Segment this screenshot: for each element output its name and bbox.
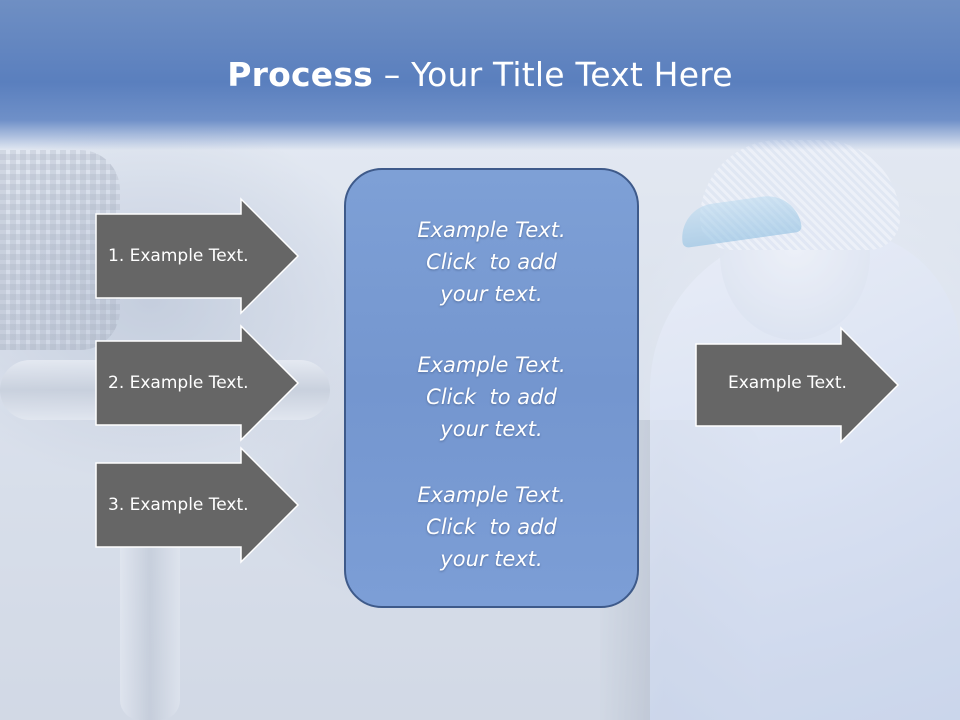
output-arrow[interactable]: Example Text. — [695, 326, 900, 444]
slide-title-strong: Process — [227, 55, 374, 94]
process-arrow-2[interactable]: 2. Example Text. — [95, 324, 300, 442]
slide-title[interactable]: Process – Your Title Text Here — [0, 52, 960, 98]
process-arrow-3-label: 3. Example Text. — [108, 495, 249, 515]
output-arrow-label: Example Text. — [728, 373, 847, 393]
arrow-shape — [95, 324, 300, 442]
title-bar: Process – Your Title Text Here — [0, 0, 960, 150]
arrow-shape — [95, 197, 300, 315]
center-text-box[interactable]: Example Text. Click to add your text. Ex… — [344, 168, 639, 608]
process-arrow-2-label: 2. Example Text. — [108, 373, 249, 393]
center-paragraph-3: Example Text. Click to add your text. — [417, 483, 566, 571]
background-pipe-vertical — [120, 520, 180, 720]
process-arrow-1-label: 1. Example Text. — [108, 246, 249, 266]
arrow-shape — [95, 446, 300, 564]
arrow-shape — [695, 326, 900, 444]
process-arrow-1[interactable]: 1. Example Text. — [95, 197, 300, 315]
center-paragraph-1: Example Text. Click to add your text. — [417, 218, 566, 306]
center-paragraph-2: Example Text. Click to add your text. — [417, 353, 566, 441]
slide-title-rest: – Your Title Text Here — [373, 55, 733, 94]
process-arrow-3[interactable]: 3. Example Text. — [95, 446, 300, 564]
